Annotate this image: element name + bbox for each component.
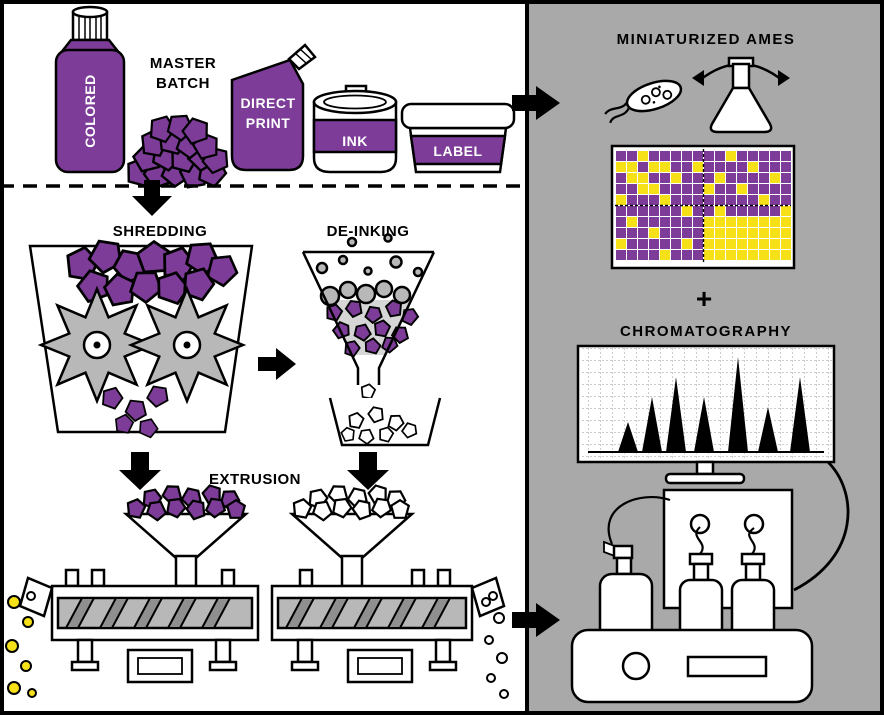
solvent-bottle-middle: [678, 552, 724, 644]
monitor-cable: [793, 461, 850, 592]
extruder-left: [5, 480, 260, 698]
extruder-right-die: [470, 576, 506, 618]
shredding-label: SHREDDING: [113, 223, 208, 240]
shredder-gear-right: [129, 287, 245, 403]
pouch-label-line1: DIRECT: [240, 95, 295, 111]
solvent-bottle-left: [598, 540, 654, 644]
flask-icon: [692, 56, 790, 134]
colored-output-pellets: [5, 595, 37, 698]
arrow-to-ames: [512, 86, 560, 120]
deinking-label: DE-INKING: [327, 223, 410, 240]
instrument-slot: [686, 655, 768, 678]
collection-tray: [328, 397, 442, 447]
bacteria-icon: [604, 79, 683, 124]
jar-label: LABEL: [433, 143, 482, 159]
chromatography-title: CHROMATOGRAPHY: [620, 323, 792, 340]
chromatogram-peaks: [618, 357, 810, 452]
label-jar: LABEL: [400, 102, 516, 174]
arrow-down-to-shredding: [132, 180, 172, 216]
deinking-vessel: [301, 233, 436, 400]
arrow-to-chromatography: [512, 603, 560, 637]
arrow-down-extrusion-left: [119, 452, 161, 490]
chromatogram-monitor: [576, 344, 836, 485]
arrow-down-extrusion-right: [347, 452, 389, 490]
ames-title: MINIATURIZED AMES: [617, 31, 796, 48]
hplc-instrument: [570, 461, 850, 704]
bottle-label: COLORED: [82, 74, 98, 148]
microplate-wells: [616, 151, 791, 260]
shredder: [28, 231, 254, 441]
can-label: INK: [342, 133, 368, 149]
masterbatch-label: MASTER BATCH: [150, 55, 216, 92]
solvent-bottle-right: [730, 552, 776, 644]
svg-text:MASTER: MASTER: [150, 55, 216, 72]
bottle-colored: COLORED: [54, 5, 126, 174]
pouch-label-line2: PRINT: [246, 115, 291, 131]
plus-sign: +: [696, 283, 712, 314]
svg-text:BATCH: BATCH: [156, 75, 210, 92]
arrow-right-to-deinking: [258, 348, 296, 380]
ink-can: INK: [312, 84, 398, 174]
extruder-right: [270, 480, 509, 699]
direct-print-pouch: DIRECT PRINT: [230, 43, 317, 172]
microplate: [610, 144, 796, 270]
extruder-left-die: [18, 576, 54, 618]
instrument-knob: [621, 651, 651, 681]
clear-output-pellets: [481, 597, 509, 699]
extrusion-label: EXTRUSION: [209, 471, 301, 488]
